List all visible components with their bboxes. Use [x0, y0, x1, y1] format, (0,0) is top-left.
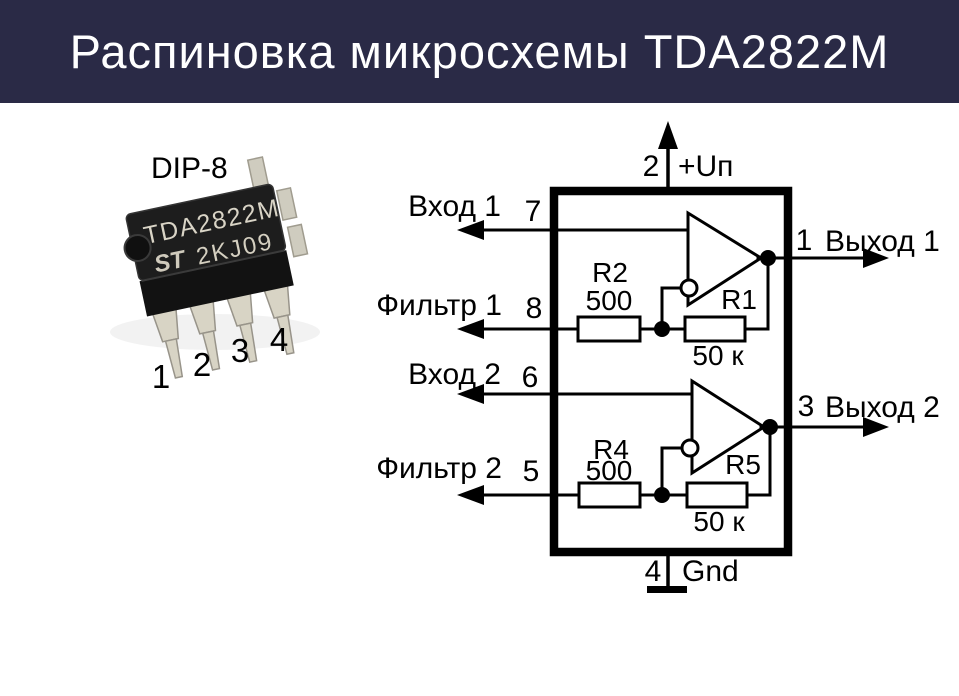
pin1-notch [123, 233, 152, 262]
power-label: +Uп [678, 150, 733, 183]
power-arrow-up-icon [658, 121, 678, 149]
r5-value: 50 к [693, 506, 745, 537]
opamp1-triangle [686, 210, 764, 308]
output1-label: Выход 1 [825, 225, 940, 258]
chip-front-face [139, 250, 294, 317]
r5-name: R5 [725, 449, 761, 480]
r4-name: R4 [593, 434, 629, 465]
r1-name: R1 [721, 284, 757, 315]
pin-tip [164, 338, 184, 379]
arrow-left-icon [457, 220, 484, 240]
package-label: DIP-8 [151, 152, 228, 185]
chip-pin-2 [188, 299, 221, 371]
pin3-number: 3 [798, 390, 815, 423]
pin7-number: 7 [525, 195, 542, 228]
chip-body-group: TDA2822M ST 2KJ09 [123, 156, 309, 379]
photo-pin-number-2: 2 [193, 346, 211, 383]
wire-r5-output [745, 425, 772, 497]
page-title: Распиновка микросхемы TDA2822M [69, 25, 890, 78]
pin2-number: 2 [643, 150, 660, 183]
photo-pin-number-1: 1 [152, 358, 170, 395]
resistor-r4-body [577, 481, 642, 509]
chip-bevel-edge [141, 249, 285, 282]
title-banner: Распиновка микросхемы TDA2822M [0, 0, 959, 103]
arrow-right-icon [863, 248, 889, 268]
schematic: 2 +Uп 4 Gnd Вход 1 7 Фильтр 1 8 Вход 2 6… [376, 121, 940, 593]
arrow-left-icon [457, 319, 484, 339]
pin8-label: Фильтр 1 [376, 289, 502, 322]
opamp1-inverting-input-circle [679, 278, 699, 298]
chip-front-pins [151, 283, 295, 379]
wire-r1-output [743, 256, 770, 331]
chip-photo: TDA2822M ST 2KJ09 DIP-8 1 2 3 4 [110, 152, 320, 395]
pin7-label: Вход 1 [408, 190, 501, 223]
pin8-number: 8 [526, 292, 543, 325]
ic-boundary [549, 186, 793, 557]
chip-back-pin [286, 223, 309, 258]
output1-node-dot [760, 250, 776, 266]
output2-label: Выход 2 [825, 391, 940, 424]
chip-pin-4 [263, 283, 295, 356]
ground-label: Gnd [682, 555, 739, 588]
r2-value: 500 [586, 285, 633, 316]
resistor-r1-body [683, 315, 747, 343]
photo-pin-number-3: 3 [231, 332, 249, 369]
arrow-left-icon [457, 384, 484, 404]
pin6-number: 6 [522, 361, 539, 394]
pin6-label: Вход 2 [408, 358, 501, 391]
r2-name: R2 [592, 257, 628, 288]
resistor-r2-body [576, 315, 642, 343]
r4-value: 500 [586, 455, 633, 486]
pin-tip [276, 314, 295, 356]
pin4-number: 4 [645, 555, 662, 588]
opamp2-triangle [690, 378, 767, 476]
photo-pin-number-4: 4 [270, 321, 288, 358]
junction-dot [654, 487, 670, 503]
pin-tip [238, 322, 258, 364]
resistor-r5-body [685, 481, 749, 509]
output2-node-dot [762, 419, 778, 435]
junction-dot [654, 321, 670, 337]
r1-value: 50 к [692, 340, 744, 371]
ground-symbol-icon [647, 586, 687, 593]
pin5-number: 5 [523, 455, 540, 488]
pin-tip [201, 330, 221, 371]
pin5-label: Фильтр 2 [376, 452, 502, 485]
arrow-left-icon [457, 485, 484, 505]
arrow-right-icon [863, 417, 889, 437]
pin1-number: 1 [796, 224, 813, 257]
chip-back-pin [275, 186, 298, 222]
opamp2-inverting-input-circle [680, 438, 700, 458]
